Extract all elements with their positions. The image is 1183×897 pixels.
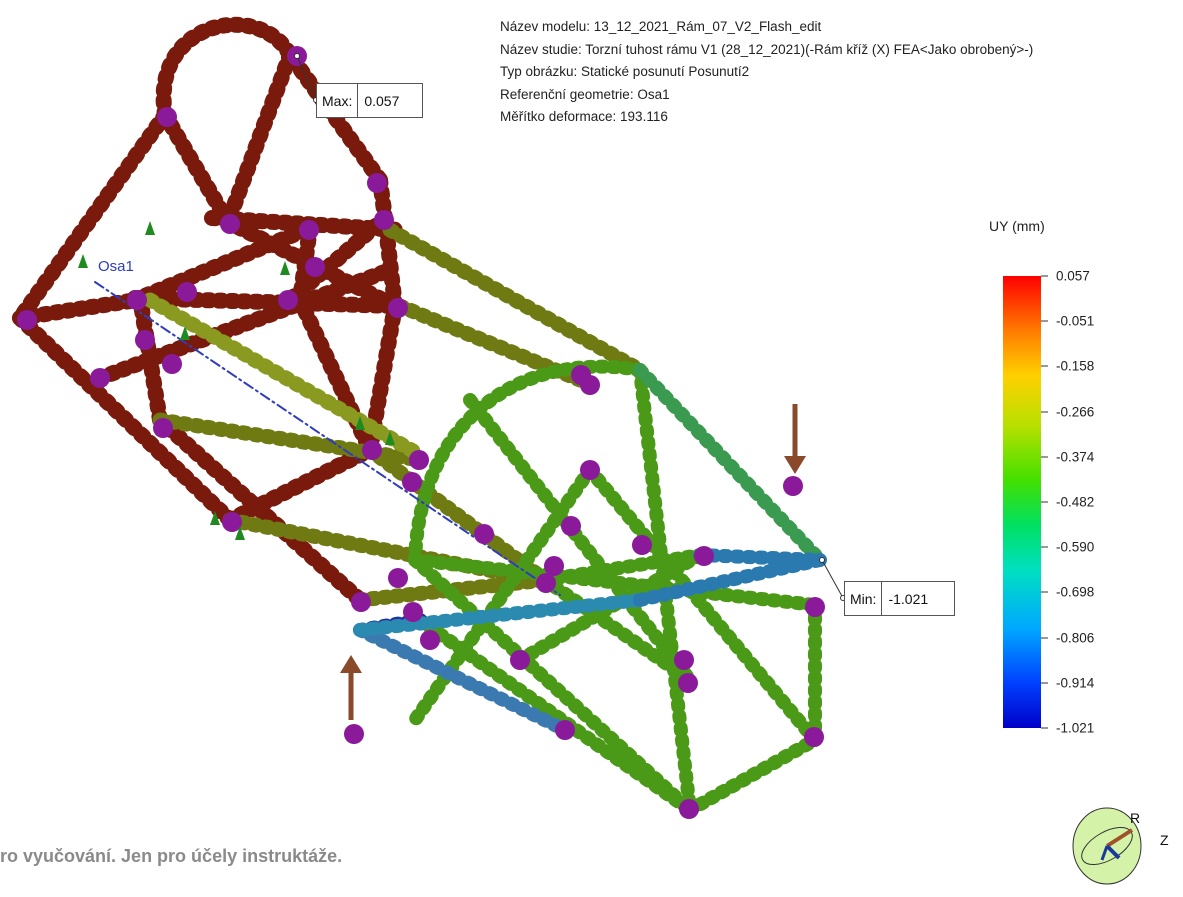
legend-tick-mark	[1041, 365, 1048, 367]
legend-tick: -0.806	[1041, 630, 1094, 645]
watermark: ro vyučování. Jen pro účely instruktáže.	[0, 846, 343, 866]
legend-ticks: 0.057 -0.051 -0.158 -0.266 -0.374 -0.482 -0.59…	[1041, 269, 1101, 736]
study-info: Název modelu: 13_12_2021_Rám_07_V2_Flash…	[500, 16, 1033, 129]
load-arrow-icon	[340, 404, 806, 720]
max-probe-label: Max:	[317, 84, 359, 117]
model-name: Název modelu: 13_12_2021_Rám_07_V2_Flash…	[500, 19, 822, 34]
legend-tick-label: -0.051	[1056, 313, 1095, 329]
legend-tick-mark	[1041, 501, 1048, 503]
legend-tick: -1.021	[1041, 721, 1094, 736]
legend-tick: 0.057	[1041, 269, 1090, 284]
legend-tick-mark	[1041, 546, 1048, 548]
triad-icon[interactable]: R Z	[1062, 800, 1172, 892]
legend-colorbar	[1003, 276, 1041, 728]
study-name: Název studie: Torzní tuhost rámu V1 (28_…	[500, 41, 1034, 57]
legend-tick: -0.590	[1041, 540, 1094, 555]
reference-geometry: Referenční geometrie: Osa1	[500, 86, 670, 102]
legend-title: UY (mm)	[989, 218, 1045, 234]
legend-tick: -0.914	[1041, 675, 1094, 690]
legend-tick-mark	[1041, 591, 1048, 593]
triad-r-label: R	[1130, 810, 1141, 826]
legend-tick: -0.482	[1041, 495, 1094, 510]
triad-z-label: Z	[1160, 832, 1169, 848]
max-probe-value: 0.057	[364, 92, 400, 109]
legend-tick-mark	[1041, 411, 1048, 413]
front-members	[353, 359, 827, 817]
legend-tick-label: -0.266	[1056, 404, 1095, 420]
legend-tick-label: -1.021	[1056, 720, 1095, 736]
min-probe-label: Min:	[845, 582, 883, 615]
legend-tick-mark	[1041, 727, 1048, 729]
plot-type: Typ obrázku: Statické posunutí Posunutí2	[500, 64, 750, 79]
legend-tick-mark	[1041, 682, 1048, 684]
min-probe-value: -1.021	[888, 590, 929, 607]
legend-tick-mark	[1041, 320, 1048, 322]
connection-nodes	[17, 46, 825, 819]
legend-tick: -0.374	[1041, 449, 1094, 464]
reference-axis-label: Osa1	[98, 258, 134, 275]
legend-tick: -0.051	[1041, 314, 1094, 329]
legend-tick-label: -0.806	[1056, 630, 1095, 646]
legend-tick-label: -0.590	[1056, 539, 1095, 555]
legend-tick-label: 0.057	[1056, 268, 1090, 284]
legend-tick: -0.266	[1041, 404, 1094, 419]
legend-tick-mark	[1041, 456, 1048, 458]
max-probe[interactable]: Max: 0.057	[316, 83, 424, 118]
legend-tick-label: -0.374	[1056, 449, 1095, 465]
legend-tick: -0.158	[1041, 359, 1094, 374]
legend-tick-label: -0.914	[1056, 675, 1095, 691]
fixture-arrow-icon	[78, 221, 395, 540]
min-probe[interactable]: Min: -1.021	[844, 581, 956, 616]
legend-tick-mark	[1041, 275, 1048, 277]
deformation-scale: Měřítko deformace: 193.116	[500, 109, 668, 124]
legend-tick-label: -0.698	[1056, 584, 1095, 600]
legend-tick-label: -0.482	[1056, 494, 1095, 510]
reference-axis-line	[94, 281, 561, 596]
rear-members	[12, 16, 408, 608]
legend-tick: -0.698	[1041, 585, 1094, 600]
frame-model	[12, 16, 827, 817]
legend-tick-mark	[1041, 637, 1048, 639]
legend-tick-label: -0.158	[1056, 358, 1095, 374]
